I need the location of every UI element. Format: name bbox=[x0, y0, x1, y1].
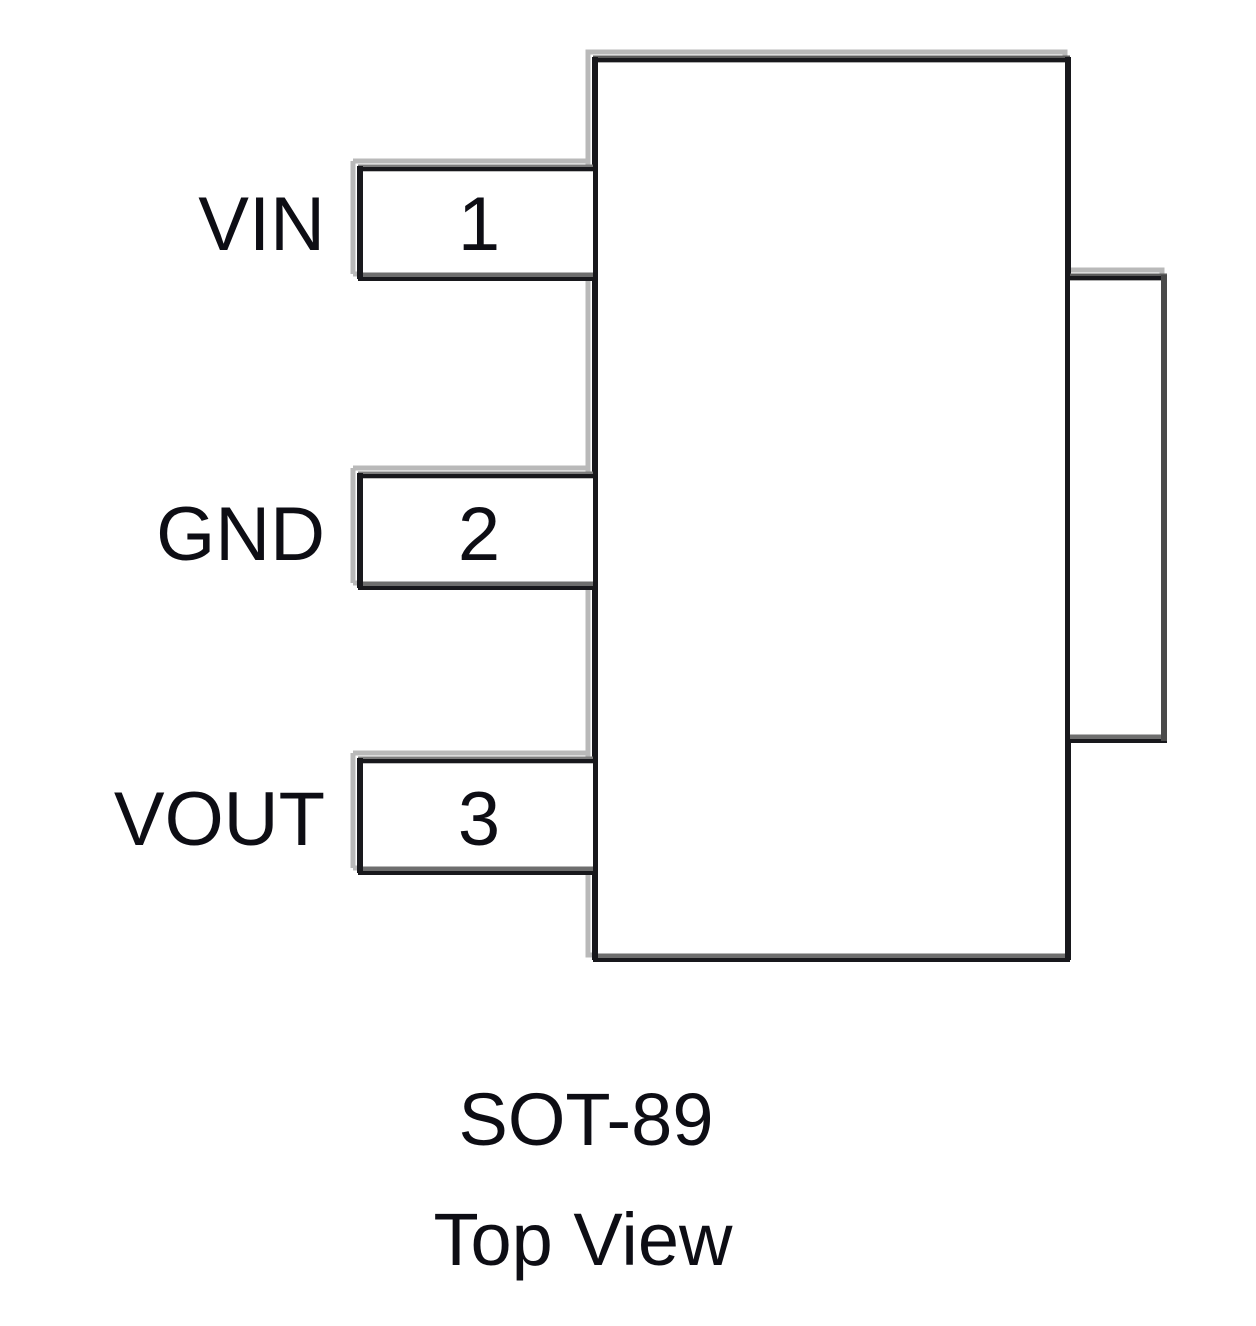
thermal-tab bbox=[1070, 273, 1167, 743]
package-body-fill bbox=[593, 57, 1070, 960]
pin-lead-2 bbox=[357, 471, 593, 590]
pin-number-1: 1 bbox=[458, 182, 500, 267]
pin-lead-1-fill bbox=[358, 166, 593, 279]
pin-number-2: 2 bbox=[458, 492, 500, 577]
caption-package-name: SOT-89 bbox=[459, 1078, 714, 1161]
thermal-tab-fill bbox=[1070, 275, 1167, 741]
package-body bbox=[592, 55, 1071, 962]
pin-label-gnd: GND bbox=[156, 492, 325, 577]
pin-number-3: 3 bbox=[458, 777, 500, 862]
pin-lead-1 bbox=[357, 164, 593, 281]
pin-lead-2-fill bbox=[358, 473, 593, 588]
pin-label-vin: VIN bbox=[198, 182, 325, 267]
pin-label-vout: VOUT bbox=[114, 777, 325, 862]
pin-lead-3 bbox=[357, 756, 593, 875]
pin-lead-3-fill bbox=[358, 758, 593, 873]
caption-view-orientation: Top View bbox=[434, 1198, 733, 1281]
